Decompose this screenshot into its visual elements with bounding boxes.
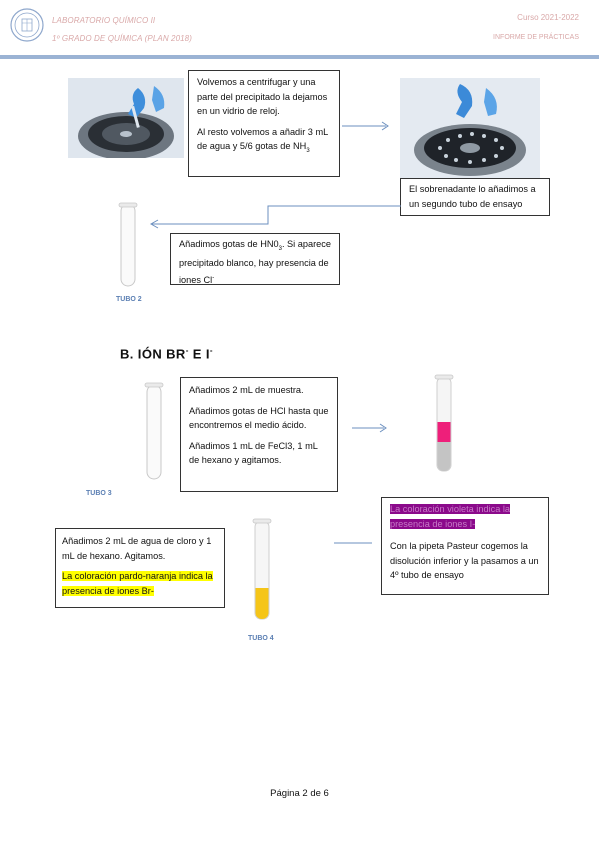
step-supernatant-box: El sobrenadante lo añadimos a un segundo… bbox=[400, 178, 550, 216]
header-lab-title: LABORATORIO QUÍMICO II bbox=[52, 16, 156, 25]
tube-4-label: TUBO 4 bbox=[248, 635, 274, 642]
centrifuge-photo-left bbox=[68, 78, 184, 158]
step-chlorine-box: Añadimos 2 mL de agua de cloro y 1 mL de… bbox=[55, 528, 225, 608]
test-tube-4 bbox=[252, 518, 272, 620]
step-recentrifuge-box: Volvemos a centrifugar y una parte del p… bbox=[188, 70, 340, 177]
arrow-right-2 bbox=[352, 423, 387, 433]
step-hno3-text: Añadimos gotas de HN03. Si aparece preci… bbox=[179, 239, 331, 285]
step-pasteur-box: La coloración violeta indica la presenci… bbox=[381, 497, 549, 595]
header-degree: 1º GRADO DE QUÍMICA (PLAN 2018) bbox=[52, 34, 192, 43]
step-recentrifuge-text: Volvemos a centrifugar y una parte del p… bbox=[197, 77, 328, 116]
connector-line bbox=[334, 542, 372, 544]
step-sample-box: Añadimos 2 mL de muestra. Añadimos gotas… bbox=[180, 377, 338, 492]
test-tube-2 bbox=[118, 202, 138, 287]
test-tube-violet bbox=[434, 374, 454, 472]
tube-3-label: TUBO 3 bbox=[86, 490, 112, 497]
arrow-back-to-tube2 bbox=[149, 205, 401, 229]
header-course: Curso 2021-2022 bbox=[517, 13, 579, 22]
header-divider bbox=[0, 55, 599, 59]
iodide-result: La coloración violeta indica la presenci… bbox=[390, 504, 511, 529]
test-tube-3 bbox=[144, 382, 164, 480]
step-pasteur-text: Con la pipeta Pasteur cogemos la disoluc… bbox=[390, 541, 539, 580]
arrow-right-1 bbox=[342, 121, 389, 131]
step-add-chlorine: Añadimos 2 mL de agua de cloro y 1 mL de… bbox=[62, 536, 212, 561]
step-add-fecl3: Añadimos 1 mL de FeCl3, 1 mL de hexano y… bbox=[189, 440, 318, 466]
university-seal bbox=[10, 8, 44, 42]
step-add-hcl: Añadimos gotas de HCl hasta que encontre… bbox=[189, 405, 329, 431]
tube-2-label: TUBO 2 bbox=[116, 296, 142, 303]
step-hno3-box: Añadimos gotas de HN03. Si aparece preci… bbox=[170, 233, 340, 285]
step-add-sample: Añadimos 2 mL de muestra. bbox=[189, 385, 304, 395]
centrifuge-photo-right bbox=[400, 78, 540, 178]
bromide-result: La coloración pardo-naranja indica la pr… bbox=[62, 571, 213, 596]
section-b-heading: B. IÓN BR- E I- bbox=[120, 346, 213, 362]
header-report: INFORME DE PRÁCTICAS bbox=[493, 34, 579, 41]
step-add-water-nh3: Al resto volvemos a añadir 3 mL de agua … bbox=[197, 126, 328, 154]
page-number: Página 2 de 6 bbox=[270, 788, 329, 799]
step-supernatant-text: El sobrenadante lo añadimos a un segundo… bbox=[409, 184, 536, 209]
